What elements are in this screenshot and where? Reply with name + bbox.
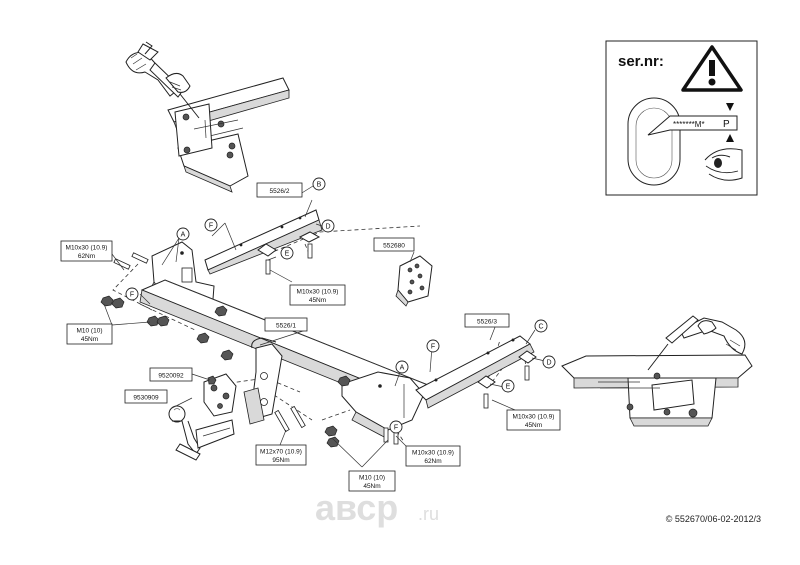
bolt-spec-m12x70: M12x70 (10.9) 95Nm [255,444,307,466]
callout-letter: C [538,324,543,331]
warning-triangle-icon [681,45,743,92]
watermark-brand: aвср [315,487,398,528]
bolt-spec-text: M10x30 (10.9) [66,245,108,252]
bolt-spec-text: M12x70 (10.9) [260,449,302,456]
bolt-spec-m10x30-right: M10x30 (10.9) 45Nm [506,409,561,431]
torque-text: 45Nm [81,336,98,343]
eye-icon [704,148,743,181]
torque-text: 45Nm [525,422,542,429]
drilling-detail-top-left [125,41,290,193]
main-assembly [100,185,546,468]
torque-text: 45Nm [309,297,326,304]
callout-letter: A [181,232,186,239]
part-label-text: 5526/1 [276,323,296,330]
leader-lines [103,185,546,468]
part-label-5526-1: 5526/1 [264,317,308,332]
part-label-text: 9530909 [133,395,159,402]
bolt-spec-text: M10x30 (10.9) [513,414,555,421]
bolt-spec-text: M10 (10) [76,328,102,335]
part-label-5526-3: 5526/3 [464,313,510,328]
callout-d-top: D [321,219,335,233]
callout-letter: A [400,365,405,372]
bolt-spec-m10x30-left: M10x30 (10.9) 62Nm [60,240,113,262]
serial-number-warning-box: ser.nr: *******M* P [605,40,758,196]
drilling-detail-right [561,315,753,427]
electrical-socket-part [395,255,433,307]
part-label-text: 552680 [383,243,405,250]
ball-holder-part [203,373,237,417]
callout-letter: F [130,292,134,299]
torque-text: 45Nm [363,483,380,490]
bolt-spec-m10x30-top: M10x30 (10.9) 45Nm [289,284,346,306]
bolt-spec-text: M10x30 (10.9) [412,450,454,457]
callout-a-left: A [176,227,190,241]
part-label-text: 9520092 [158,373,184,380]
callout-d-right: D [542,355,556,369]
bolt-spec-m10x30-mid: M10x30 (10.9) 62Nm [405,445,461,467]
part-label-9530909: 9530909 [124,389,168,404]
callout-f-right: F [426,339,440,353]
bolt-spec-text: M10 (10) [359,475,385,482]
callout-f-bottom: F [389,420,403,434]
torque-text: 62Nm [78,253,95,260]
callout-e-top: E [280,246,294,260]
callout-letter: D [546,360,551,367]
callout-c: C [534,319,548,333]
callout-a-right: A [395,360,409,374]
bolt-spec-m10-left: M10 (10) 45Nm [66,323,113,345]
callout-f-top: F [204,218,218,232]
callout-letter: F [394,425,398,432]
callout-letter: E [506,384,511,391]
callout-f-left: F [125,287,139,301]
bolt-spec-text: M10x30 (10.9) [297,289,339,296]
plate-letter: P [723,119,730,130]
callout-e-right: E [501,379,515,393]
torque-text: 95Nm [272,457,289,464]
callout-letter: D [325,224,330,231]
callout-b: B [312,177,326,191]
part-label-9520092: 9520092 [149,367,193,382]
towbar-plate-icon: *******M* P [627,97,738,186]
towball-part [168,405,235,461]
warning-title: ser.nr: [618,53,664,70]
watermark-logo: aвср .ru [315,487,439,528]
part-label-text: 5526/3 [477,319,497,326]
part-label-text: 5526/2 [270,188,290,195]
watermark-tld: .ru [418,504,439,524]
part-label-552680: 552680 [373,237,415,252]
callout-letter: F [431,344,435,351]
torque-text: 62Nm [424,458,441,465]
callout-letter: E [285,251,290,258]
part-label-5526-2: 5526/2 [256,182,303,198]
bolt-spec-m10-bottom: M10 (10) 45Nm [348,470,396,492]
copyright-text: © 552670/06-02-2012/3 [666,514,761,524]
callout-letter: B [317,182,322,189]
callout-letter: F [209,223,213,230]
plate-serial-text: *******M* [673,120,705,129]
